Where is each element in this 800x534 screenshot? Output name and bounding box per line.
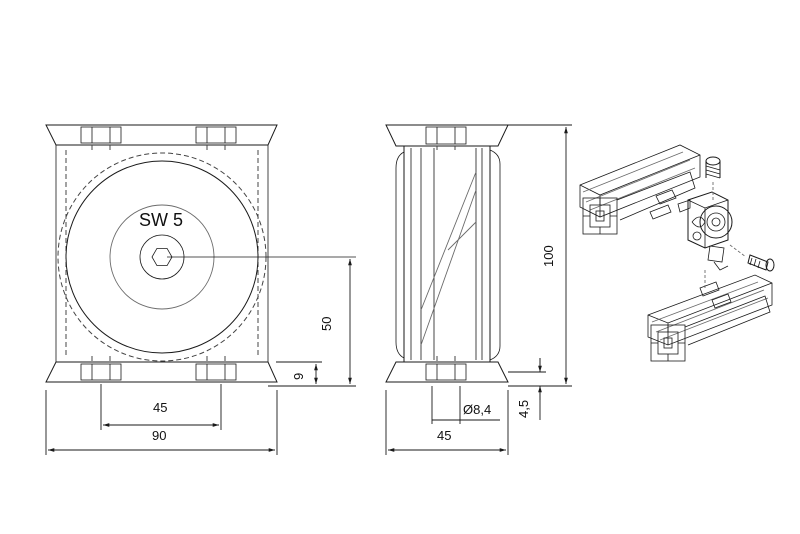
hidden-edges — [65, 150, 259, 358]
dim-45-label: 45 — [153, 400, 167, 415]
dim-side-45-label: 45 — [437, 428, 451, 443]
side-dimensions: Ø8,4 45 100 4,5 — [385, 124, 572, 455]
sw-label: SW 5 — [139, 210, 183, 230]
side-extension-lines — [385, 386, 509, 455]
top-left-bolt — [80, 126, 122, 144]
dim-100-label: 100 — [541, 245, 556, 267]
side-top-flange — [385, 124, 509, 147]
side-screw — [729, 244, 775, 272]
dim-9-label: 9 — [291, 373, 306, 380]
top-bolt-lines — [91, 127, 226, 143]
dim-4-5-label: 4,5 — [516, 400, 531, 418]
front-view: SW 5 — [45, 124, 356, 383]
top-screw — [705, 156, 721, 200]
right-extension-lines — [268, 361, 356, 387]
bottom-flange — [45, 361, 278, 383]
roller-vertical-lines — [410, 148, 483, 360]
upper-profile-bar — [579, 144, 701, 235]
side-horizontal-extensions — [508, 124, 572, 387]
dim-diameter-label: Ø8,4 — [463, 402, 491, 417]
side-rounded-edge — [395, 151, 405, 359]
side-bottom-bolt — [425, 363, 467, 381]
top-right-bolt — [195, 126, 237, 144]
bottom-bolt-lines — [91, 364, 226, 380]
isometric-assembly — [579, 144, 775, 362]
side-right-curve — [489, 149, 501, 361]
dim-90-label: 90 — [152, 428, 166, 443]
hidden-bolt-shafts — [91, 145, 226, 362]
roller-bracket — [687, 191, 733, 271]
roller-diagonal-lines — [420, 171, 477, 346]
body-sides — [55, 145, 269, 362]
lower-profile-bar — [647, 270, 773, 362]
side-hidden-bolts — [436, 146, 456, 362]
bottom-right-bolt — [195, 363, 237, 381]
side-bottom-flange — [385, 361, 509, 383]
front-dimensions: 45 90 50 9 — [45, 259, 356, 455]
side-top-bolt — [425, 126, 467, 145]
bottom-left-bolt — [80, 363, 122, 381]
side-bolt-lines — [436, 127, 456, 380]
hex-socket-icon — [151, 247, 173, 267]
front-extension-lines — [45, 384, 278, 455]
dim-50-label: 50 — [319, 317, 334, 331]
side-view — [385, 124, 509, 383]
